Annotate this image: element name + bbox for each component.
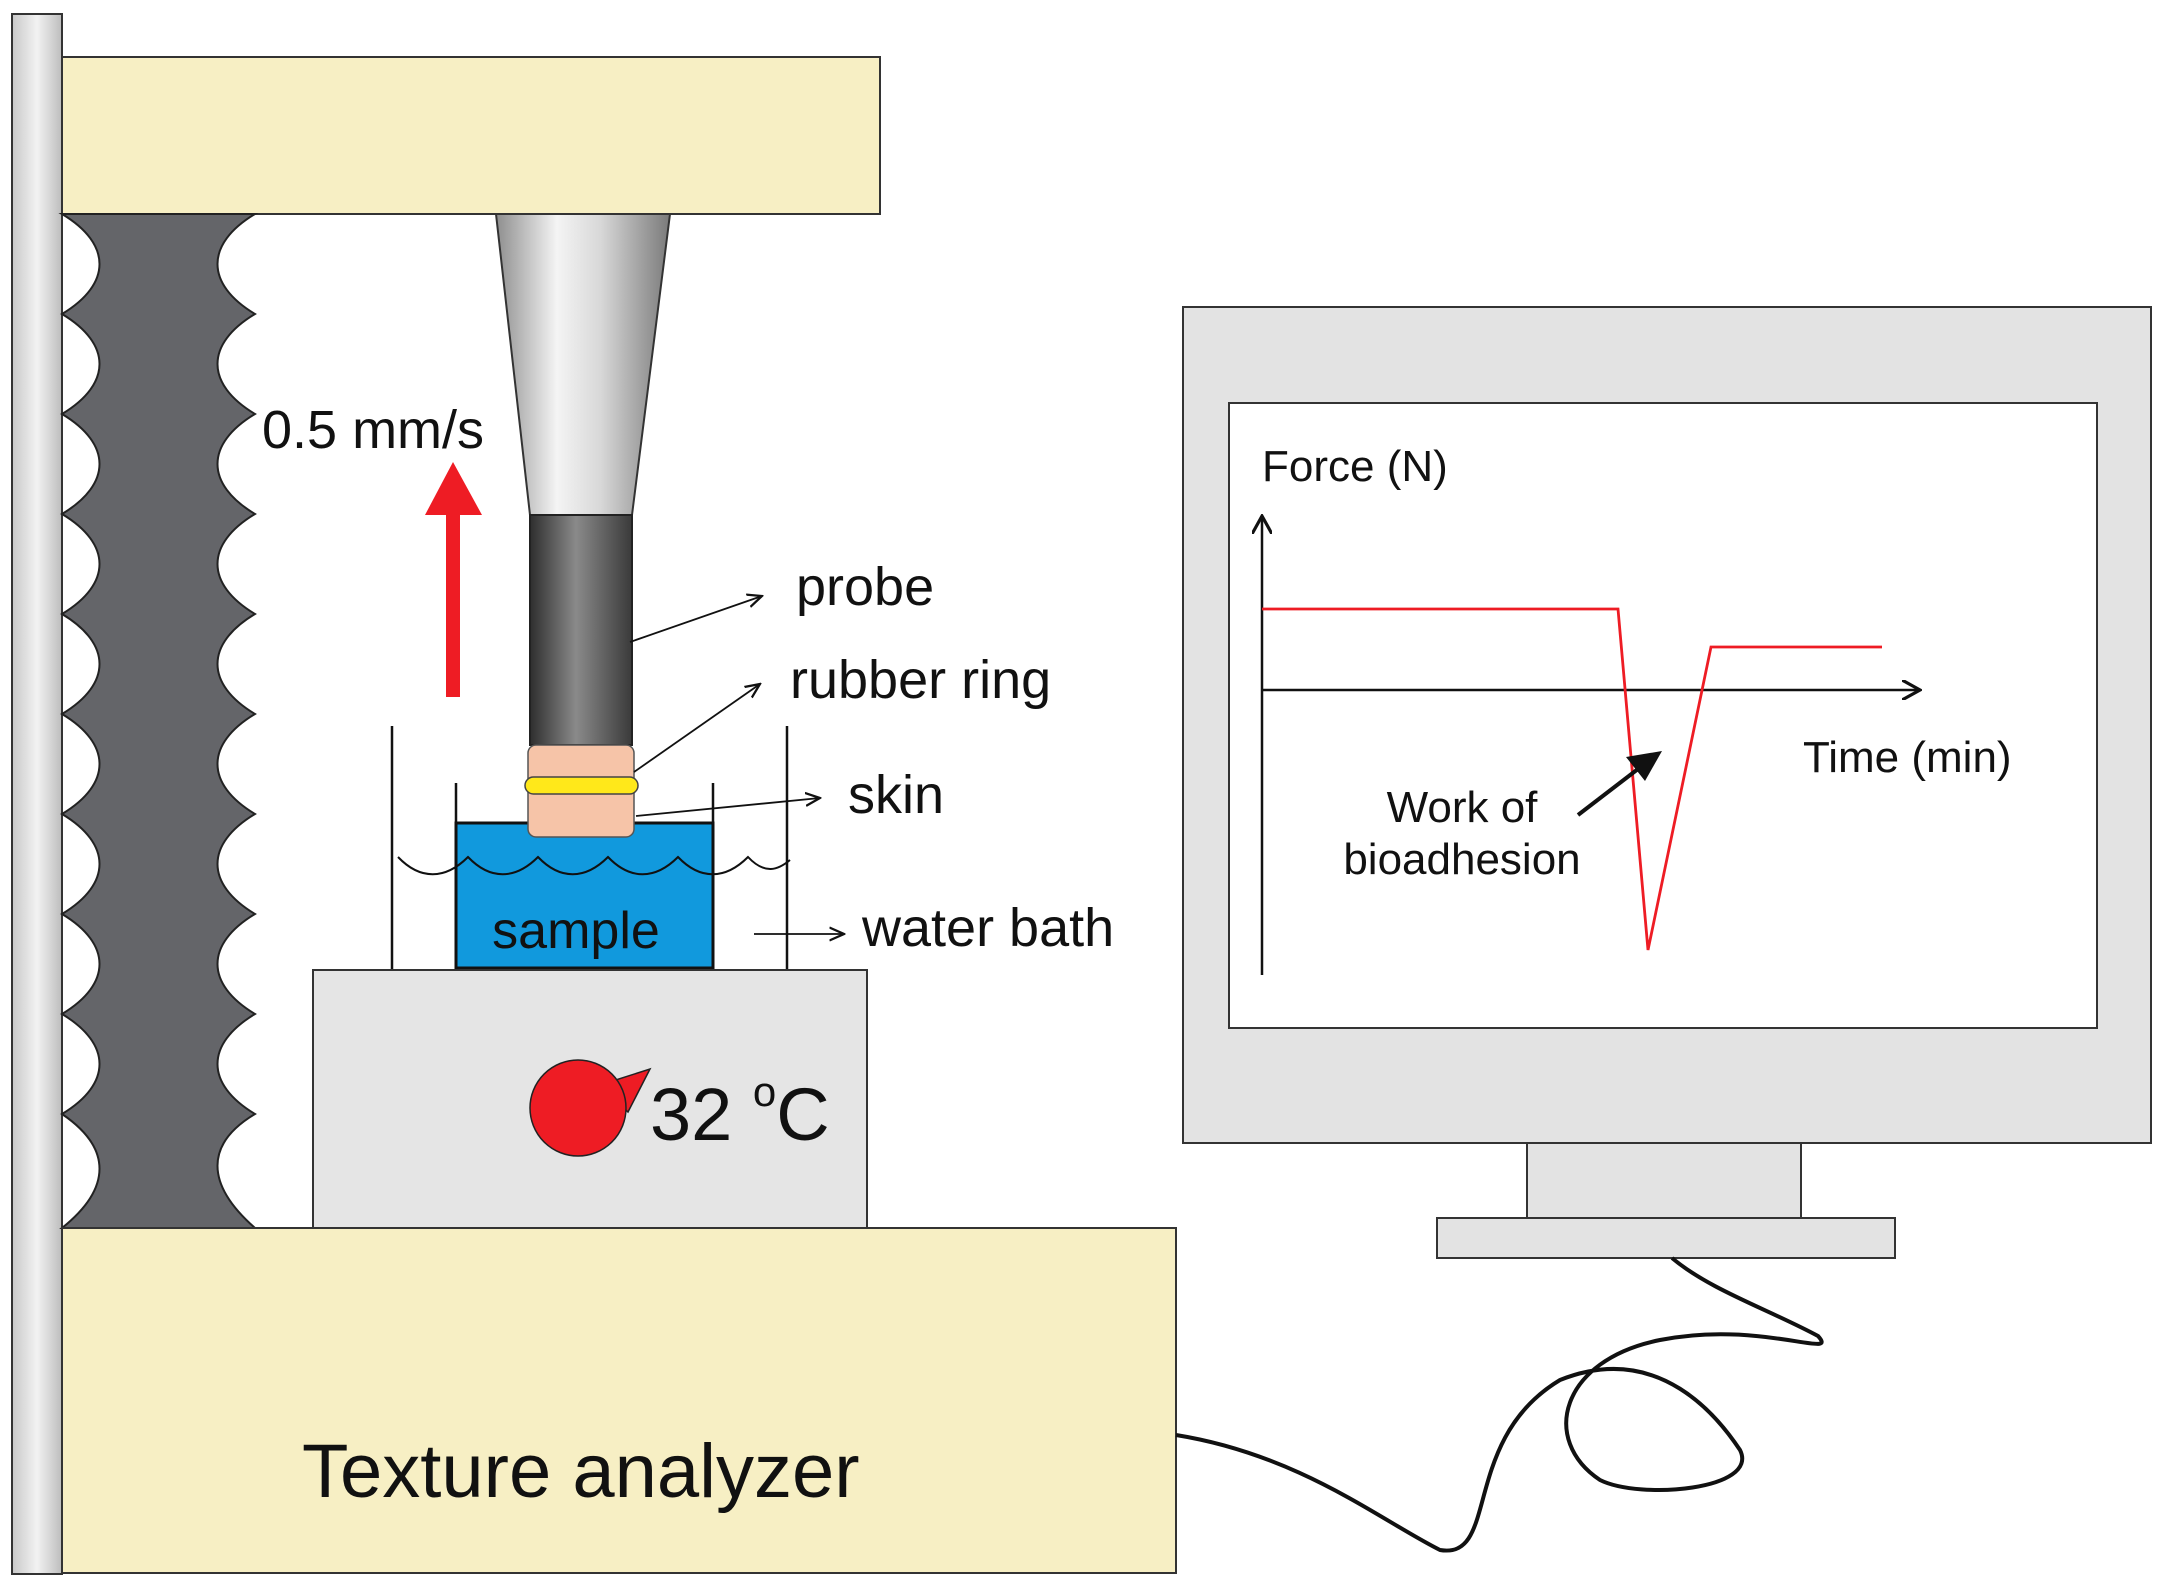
annotation-line-1: Work of — [1387, 783, 1539, 832]
temperature-unit: C — [776, 1073, 829, 1156]
base-unit — [61, 1227, 1177, 1574]
water-surface-wave — [397, 855, 791, 876]
temperature-value: 32 — [650, 1073, 753, 1156]
annotation-arrow — [1576, 751, 1662, 817]
beaker-walls — [454, 783, 715, 968]
label-pointers — [629, 596, 844, 934]
connection-cable — [1175, 1256, 1824, 1553]
water-bath-label: water bath — [861, 898, 1114, 958]
red-dial-icon — [529, 1059, 652, 1157]
top-crossbar — [61, 56, 881, 215]
support-pole — [11, 13, 63, 1575]
graph-axes — [1262, 516, 1920, 975]
red-up-arrow-icon — [425, 462, 482, 697]
rubber-ring-label: rubber ring — [790, 650, 1051, 710]
y-axis-label: Force (N) — [1262, 442, 1448, 491]
texture-analyzer-label: Texture analyzer — [302, 1429, 860, 1514]
skin-label: skin — [848, 765, 944, 825]
rubber-ring — [524, 776, 639, 795]
water-bath-container — [390, 726, 789, 970]
annotation-line-2: bioadhesion — [1343, 835, 1580, 884]
temperature-degree: o — [753, 1068, 776, 1115]
speed-label: 0.5 mm/s — [262, 400, 484, 460]
temperature-label: 32 oC — [650, 1068, 830, 1156]
spring-bellows — [58, 213, 259, 1229]
monitor-neck — [1526, 1142, 1802, 1219]
probe-cone — [494, 213, 672, 516]
sample-label: sample — [492, 902, 660, 960]
probe-cylinder — [529, 514, 633, 746]
monitor-foot — [1436, 1217, 1896, 1259]
x-axis-label: Time (min) — [1803, 733, 2012, 782]
monitor-screen — [1228, 402, 2098, 1029]
probe-label: probe — [796, 557, 934, 617]
force-curve — [1262, 607, 1882, 951]
